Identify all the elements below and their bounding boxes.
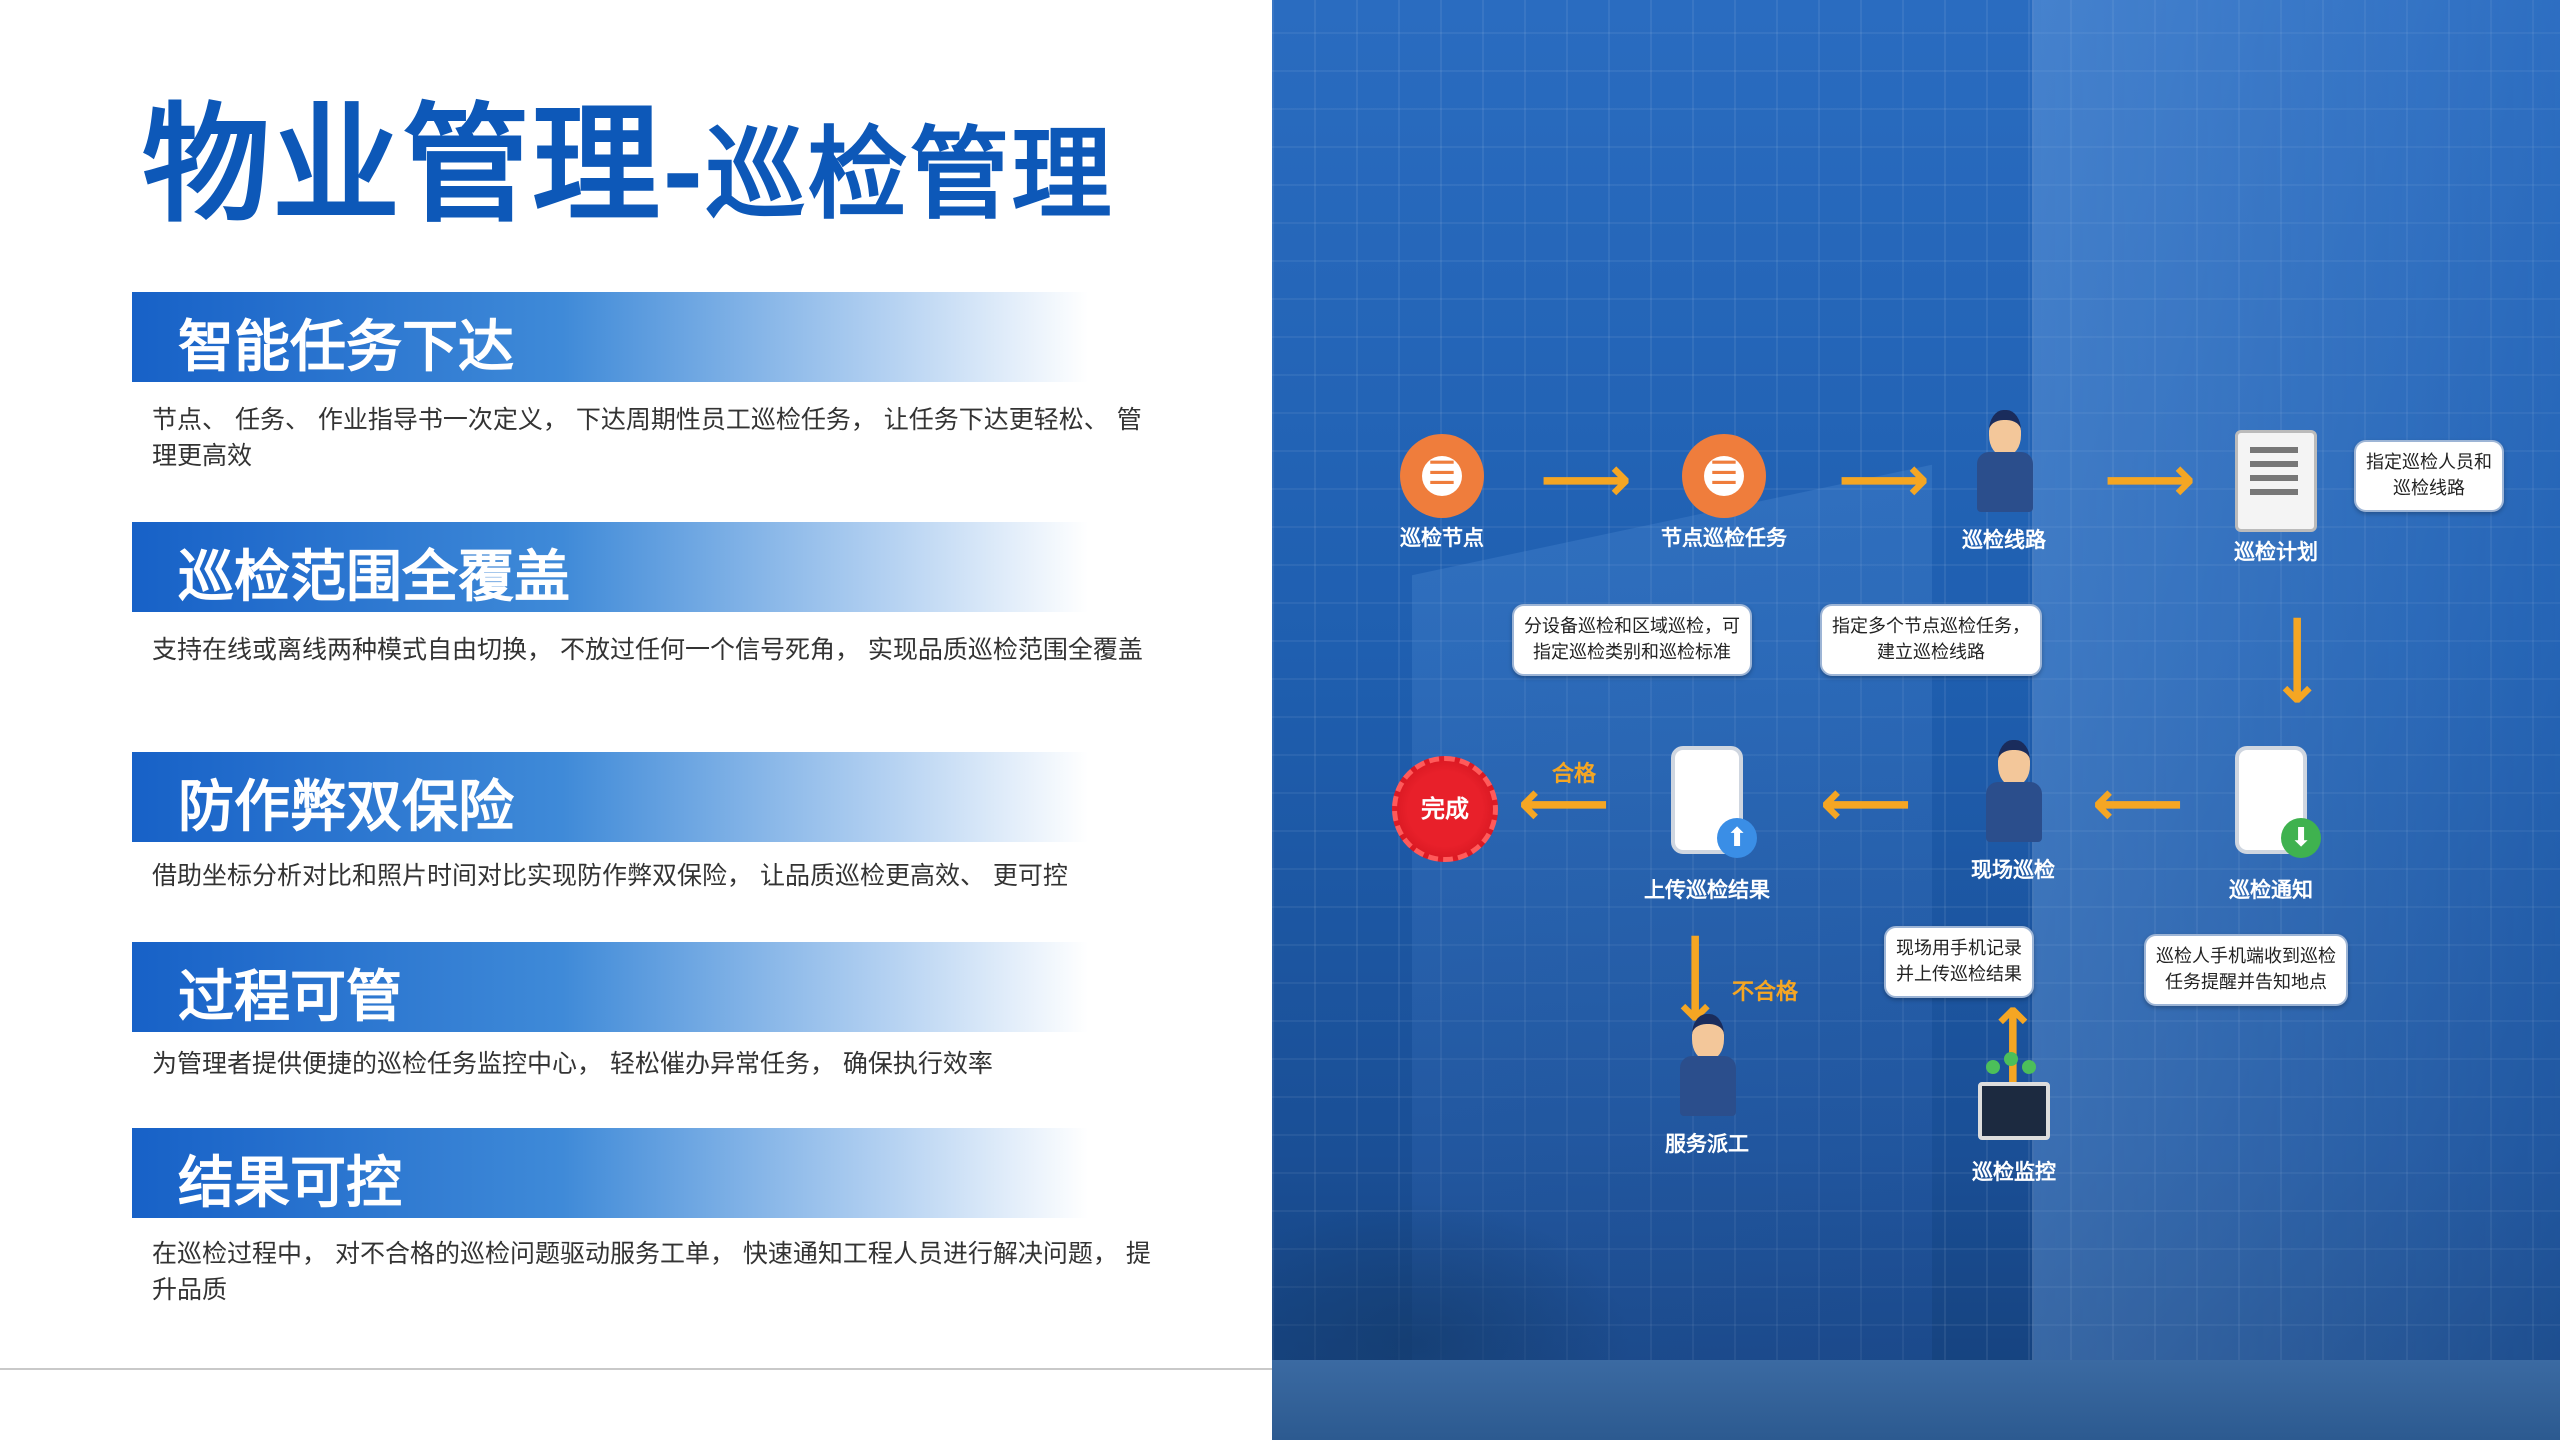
phone-download-icon: ⬇	[2235, 746, 2321, 858]
callout-notification: 巡检人手机端收到巡检 任务提醒并告知地点	[2144, 934, 2348, 1006]
flow-node-upload-result: ⬆ 上传巡检结果	[1632, 746, 1782, 904]
ground-background	[1272, 1360, 2560, 1440]
page-title: 物业管理-巡检管理	[142, 91, 1114, 240]
section-heading-anticheat: 防作弊双保险	[132, 752, 1088, 842]
worker-inspecting-icon	[1978, 740, 2048, 850]
complete-seal: 完成	[1392, 756, 1498, 862]
flow-node-point-task: 节点巡检任务	[1644, 434, 1804, 552]
arrow-right-icon: ⟶	[1540, 443, 1632, 517]
left-panel: 物业管理-巡检管理 智能任务下达 节点、 任务、 作业指导书一次定义， 下达周期…	[0, 0, 1272, 1440]
section-text-coverage: 支持在线或离线两种模式自由切换， 不放过任何一个信号死角， 实现品质巡检范围全覆…	[152, 635, 1143, 664]
worker-map-icon	[1969, 410, 2039, 520]
pass-label: 合格	[1552, 762, 1597, 787]
arrow-down-icon: ⟶	[2260, 614, 2335, 706]
building-background	[2032, 0, 2560, 1440]
section-heading-task: 智能任务下达	[132, 292, 1088, 382]
section-text-anticheat: 借助坐标分析对比和照片时间对比实现防作弊双保险， 让品质巡检更高效、 更可控	[152, 861, 1068, 890]
flow-node-dispatch: 服务派工	[1632, 1014, 1782, 1158]
arrow-down-icon: ⟶	[1658, 932, 1733, 1024]
flow-node-notification: ⬇ 巡检通知	[2206, 746, 2336, 904]
location-pin-icon	[1400, 434, 1484, 518]
flow-node-route: 巡检线路	[1934, 410, 2074, 554]
flow-node-onsite-inspection: 现场巡检	[1948, 740, 2078, 884]
arrow-right-icon: ⟶	[1838, 443, 1930, 517]
section-text-result: 在巡检过程中， 对不合格的巡检问题驱动服务工单， 快速通知工程人员进行解决问题，…	[152, 1239, 1151, 1304]
callout-onsite: 现场用手机记录 并上传巡检结果	[1884, 926, 2034, 998]
arrow-right-icon: ⟶	[2104, 443, 2196, 517]
arrow-left-icon: ⟵	[1820, 767, 1912, 841]
arrow-left-icon: ⟵	[2092, 767, 2184, 841]
section-heading-process: 过程可管	[132, 942, 1088, 1032]
phone-upload-icon: ⬆	[1671, 746, 1757, 858]
section-heading-coverage: 巡检范围全覆盖	[132, 522, 1088, 612]
callout-route: 指定多个节点巡检任务， 建立巡检线路	[1820, 604, 2042, 676]
worker-tools-icon	[1672, 1014, 1742, 1124]
callout-point-task: 分设备巡检和区域巡检，可 指定巡检类别和巡检标准	[1512, 604, 1752, 676]
task-calendar-icon	[1682, 434, 1766, 518]
flow-diagram-panel: 巡检节点 ⟶ 节点巡检任务 ⟶ 巡检线路 ⟶ 巡检计划 指定巡检人员和 巡检线路…	[1272, 0, 2560, 1440]
section-text-process: 为管理者提供便捷的巡检任务监控中心， 轻松催办异常任务， 确保执行效率	[152, 1049, 993, 1078]
monitor-team-icon	[1978, 1052, 2050, 1140]
callout-plan: 指定巡检人员和 巡检线路	[2354, 440, 2504, 512]
arrow-left-icon: ⟵	[1518, 767, 1610, 841]
section-heading-result: 结果可控	[132, 1128, 1088, 1218]
flow-node-plan: 巡检计划	[2216, 430, 2336, 566]
plan-document-icon	[2235, 430, 2317, 532]
flow-node-monitor: 巡检监控	[1944, 1052, 2084, 1186]
bottom-divider	[0, 1368, 1272, 1370]
flow-node-inspection-point: 巡检节点	[1372, 434, 1512, 552]
fail-label: 不合格	[1732, 980, 1799, 1005]
section-text-task: 节点、 任务、 作业指导书一次定义， 下达周期性员工巡检任务， 让任务下达更轻松…	[152, 405, 1142, 470]
